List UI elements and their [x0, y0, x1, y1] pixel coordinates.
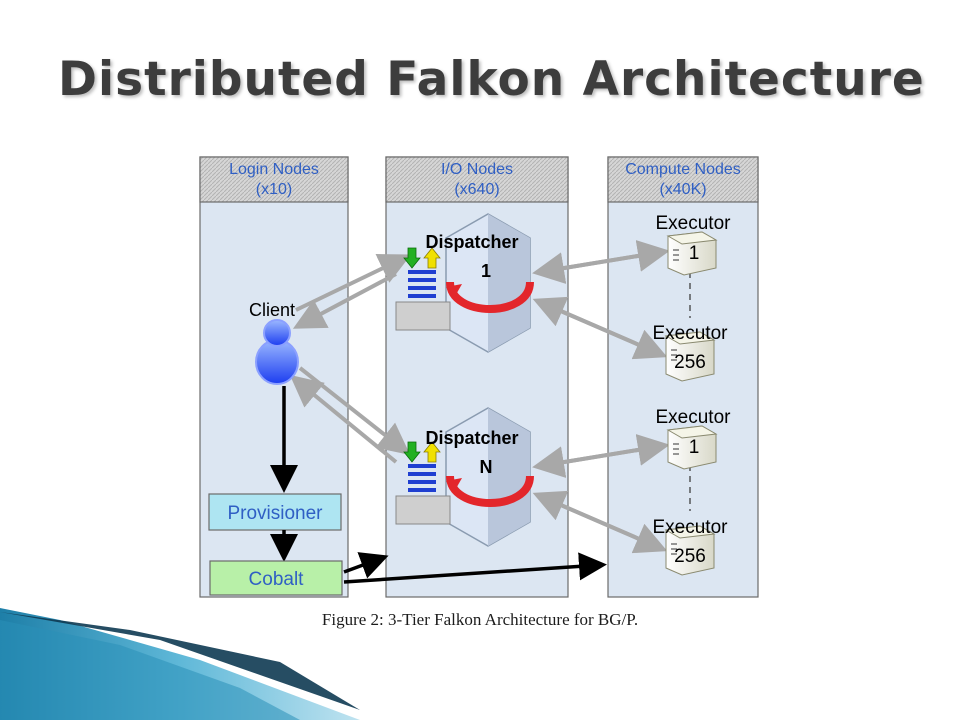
- provisioner-label: Provisioner: [227, 503, 323, 524]
- executor-1b-label: Executor: [656, 407, 732, 428]
- login-nodes-count: (x10): [256, 181, 292, 198]
- executor-256-server-icon: [664, 331, 716, 382]
- dispatcher-n-node: [395, 407, 534, 547]
- executor-256b-server-icon: [664, 525, 716, 576]
- executor-1-label: Executor: [656, 213, 732, 234]
- dispatcher-executor-arrows: [532, 240, 670, 554]
- client-dispatcher-arrows: [289, 253, 412, 464]
- dispatcher-1-number: 1: [481, 261, 491, 281]
- executor-256b-label: Executor: [653, 517, 729, 538]
- executor-256-number: 256: [674, 352, 706, 373]
- login-nodes-title: Login Nodes: [229, 161, 319, 178]
- io-nodes-title: I/O Nodes: [441, 161, 513, 178]
- corner-swoosh-decoration: [0, 608, 360, 720]
- compute-nodes-count: (x40K): [659, 181, 706, 198]
- cobalt-label: Cobalt: [249, 569, 305, 590]
- client-label: Client: [249, 300, 295, 320]
- executor-1-server-icon: [666, 231, 718, 276]
- compute-nodes-title: Compute Nodes: [625, 161, 741, 178]
- executor-256-label: Executor: [653, 323, 729, 344]
- dispatcher-1-label: Dispatcher: [425, 232, 518, 252]
- cobalt-box: [209, 560, 343, 596]
- dispatcher-n-label: Dispatcher: [425, 428, 518, 448]
- dispatcher-1-node: [395, 213, 534, 353]
- executor-1-number: 1: [689, 243, 700, 264]
- io-nodes-count: (x640): [454, 181, 499, 198]
- slide-title: Distributed Falkon Architecture: [58, 52, 925, 107]
- executor-1b-server-icon: [666, 425, 718, 470]
- figure-caption: Figure 2: 3-Tier Falkon Architecture for…: [321, 610, 639, 629]
- executor-1b-number: 1: [689, 437, 700, 458]
- executor-256b-number: 256: [674, 546, 706, 567]
- dispatcher-n-number: N: [480, 457, 493, 477]
- client-user-icon: [255, 319, 299, 385]
- provisioner-box: [208, 493, 342, 531]
